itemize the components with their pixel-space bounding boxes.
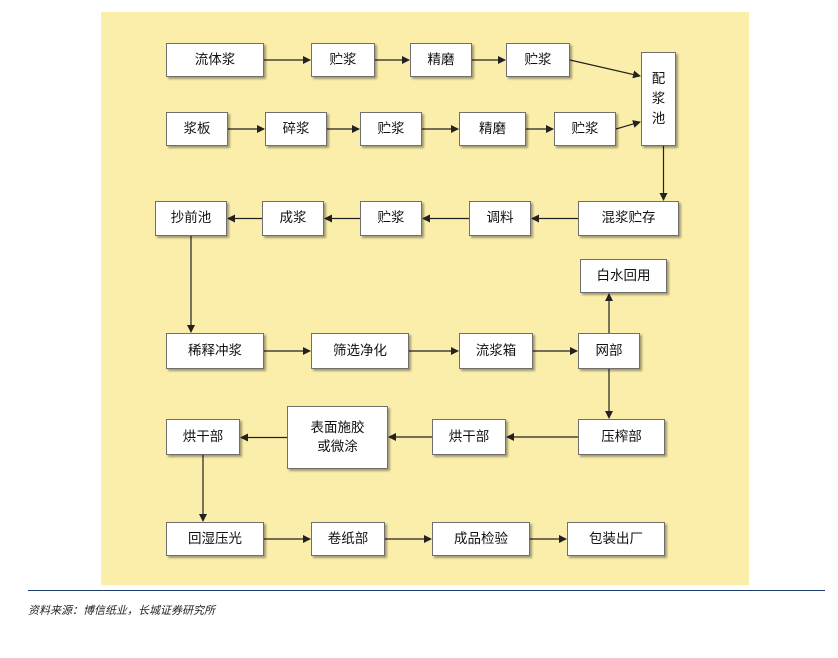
node-finished-pulp: 成浆 [262, 201, 324, 236]
node-packing-shipping: 包装出厂 [567, 522, 665, 556]
node-refining-1: 精磨 [410, 43, 472, 77]
node-white-water-reuse: 白水回用 [580, 259, 667, 293]
node-press-section: 压榨部 [578, 419, 665, 455]
node-mixed-storage: 混浆贮存 [578, 201, 679, 236]
node-refining-2: 精磨 [459, 112, 526, 146]
node-storage-1: 贮浆 [311, 43, 375, 77]
node-storage-3: 贮浆 [360, 112, 422, 146]
node-surface-sizing: 表面施胶 或微涂 [287, 406, 388, 469]
node-liquid-pulp: 流体浆 [166, 43, 264, 77]
node-pulping: 碎浆 [265, 112, 327, 146]
node-reel-section: 卷纸部 [311, 522, 385, 556]
node-machine-chest: 抄前池 [155, 201, 227, 236]
footer-rule [28, 590, 825, 591]
node-pulp-board: 浆板 [166, 112, 228, 146]
node-storage-2: 贮浆 [506, 43, 570, 77]
node-inspection: 成品检验 [432, 522, 530, 556]
node-wire-section: 网部 [578, 333, 640, 369]
node-additives: 调料 [469, 201, 531, 236]
node-storage-5: 贮浆 [360, 201, 422, 236]
node-headbox: 流浆箱 [459, 333, 533, 369]
node-storage-4: 贮浆 [554, 112, 616, 146]
node-calendering: 回湿压光 [166, 522, 264, 556]
node-screening: 筛选净化 [311, 333, 409, 369]
node-dryer-section-2: 烘干部 [166, 419, 240, 455]
node-blending-chest: 配 浆 池 [641, 52, 676, 146]
source-note: 资料来源：博信纸业，长城证券研究所 [28, 604, 215, 617]
node-dilution: 稀释冲浆 [166, 333, 264, 369]
node-dryer-section-1: 烘干部 [432, 419, 506, 455]
